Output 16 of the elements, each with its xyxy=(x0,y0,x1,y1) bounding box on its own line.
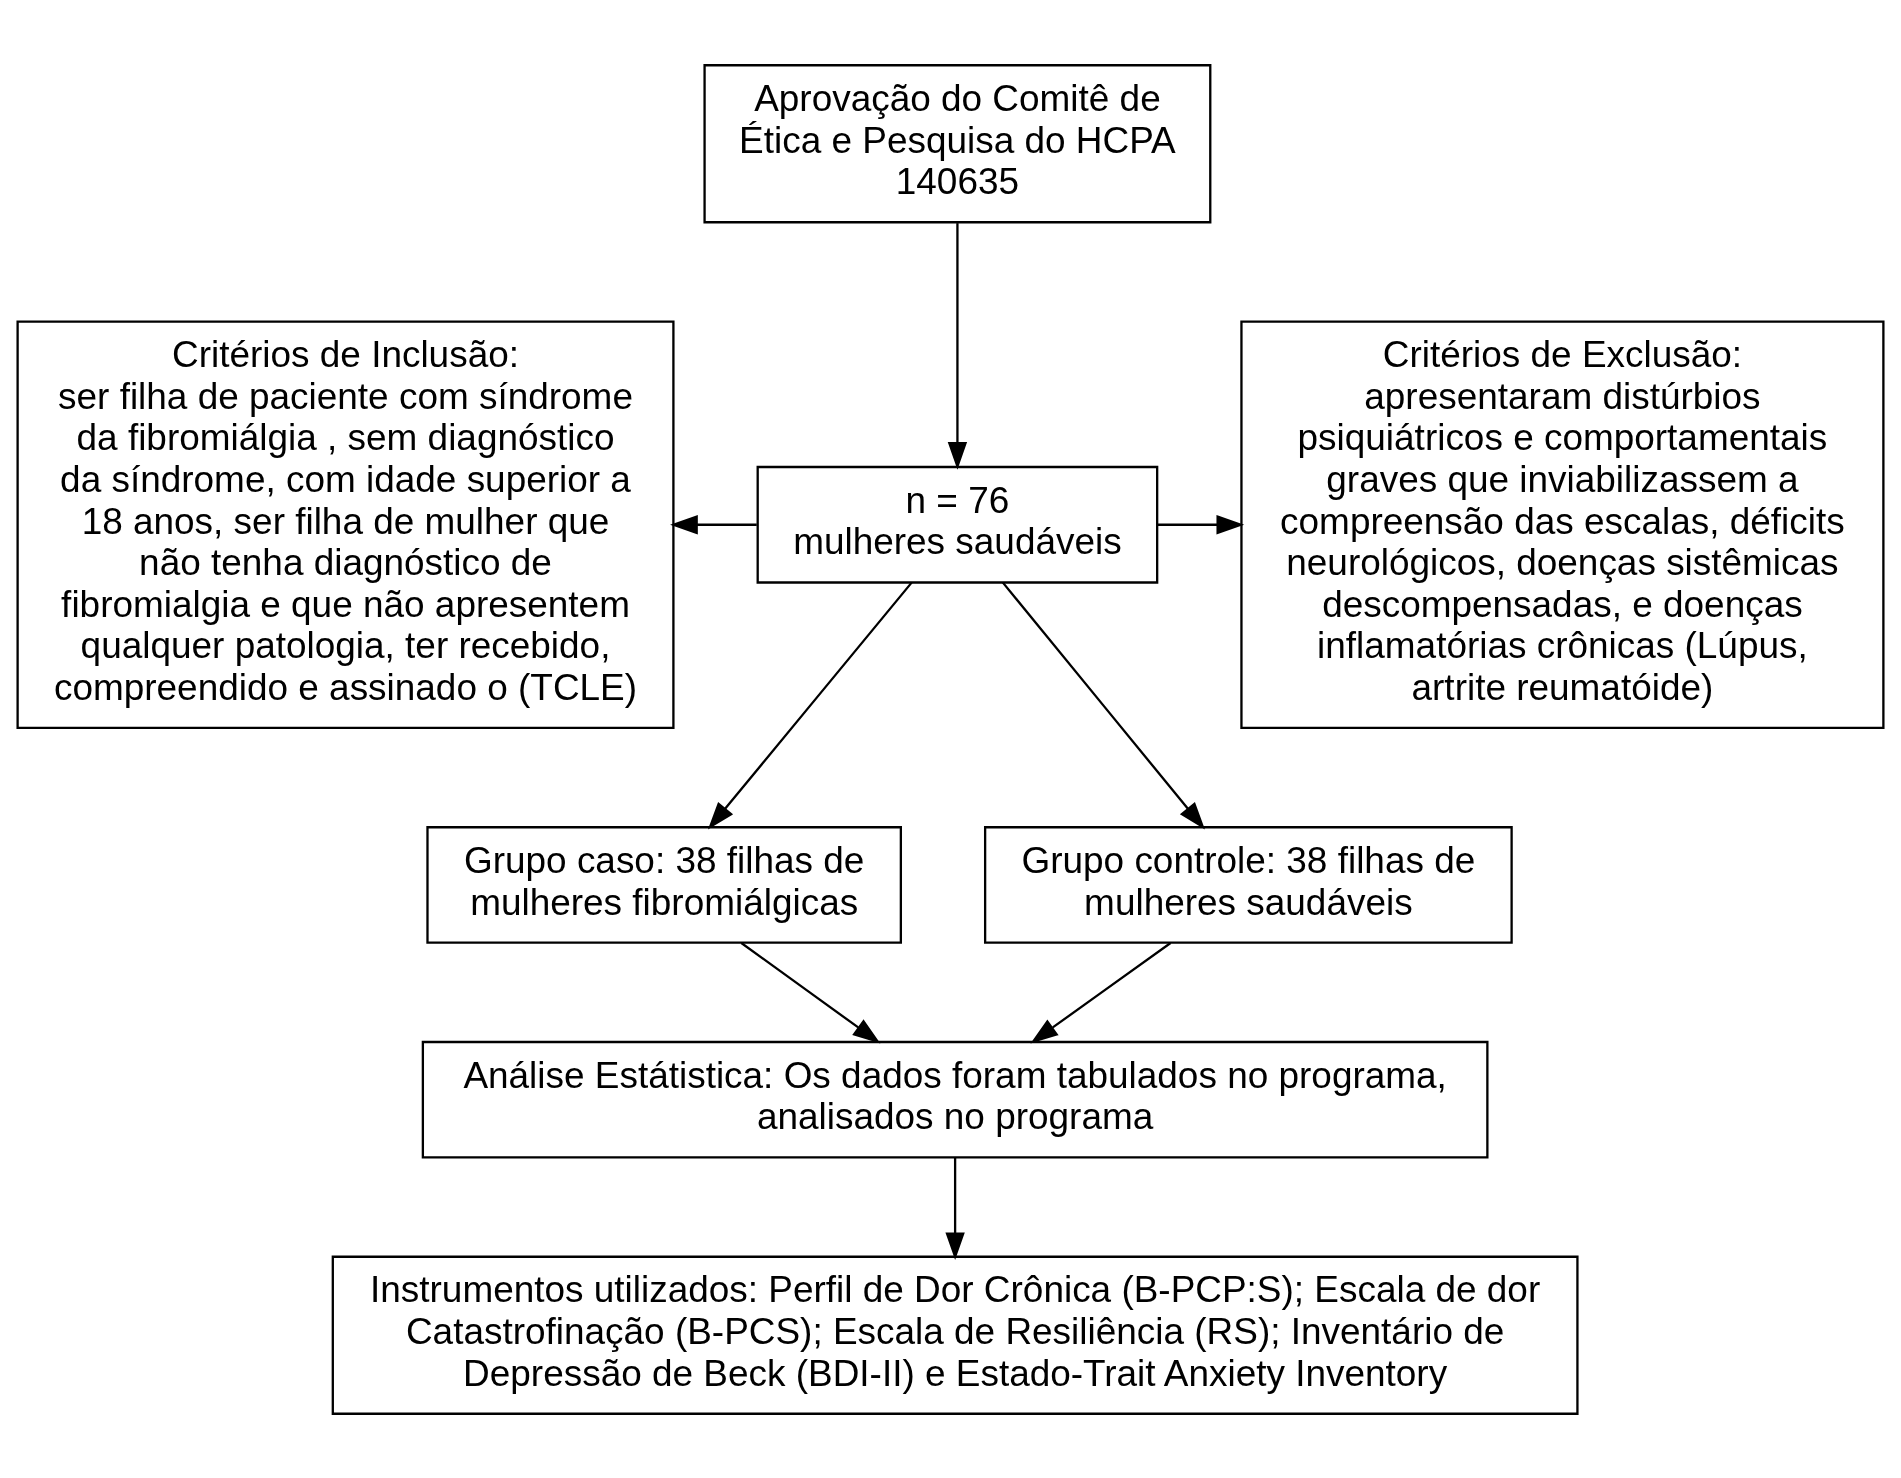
node-box: Aprovação do Comitê de Ética e Pesquisa do HCPA 140635 xyxy=(703,63,1212,223)
node-box: Critérios de Exclusão: apresentaram distúrbios psiquiátricos e comportamentais graves que inviabilizassem a compreensão das escalas, déficits neurológicos, doenças sistêmicas descompensadas, e doenças inflamatórias crônicas (Lúpus, artrite reumatóide) xyxy=(1240,319,1885,729)
arrow xyxy=(707,581,913,830)
arrow xyxy=(947,222,968,470)
arrow xyxy=(945,1157,965,1260)
node-box: Grupo controle: 38 filhas de mulheres saudáveis xyxy=(984,825,1513,944)
arrow xyxy=(1157,514,1245,534)
arrow xyxy=(1030,941,1172,1043)
node-box: Instrumentos utilizados: Perfil de Dor Crônica (B-PCP:S); Escala de dor Catastrofinação (B-PCS); Escala de Resiliência (RS); Inventário de Depressão de Beck (BDI-II) e Estado-Trait Anxiety Inventory xyxy=(331,1255,1579,1415)
arrow xyxy=(740,941,881,1043)
node-box: Critérios de Inclusão: ser filha de paciente com síndrome da fibromiálgia , sem diagnóstico da síndrome, com idade superior a 18 anos, ser filha de mulher que não tenha diagnóstico de fibromialgia e que não apresentem qualquer patologia, ter recebido, compreendido e assinado o (TCLE) xyxy=(16,319,675,729)
arrow xyxy=(1002,581,1205,830)
node-box: n = 76 mulheres saudáveis xyxy=(756,465,1159,584)
node-box: Análise Estátistica: Os dados foram tabulados no programa, analisados no programa xyxy=(421,1040,1489,1159)
node-box: Grupo caso: 38 filhas de mulheres fibromiálgicas xyxy=(426,825,902,944)
arrow xyxy=(670,514,757,534)
